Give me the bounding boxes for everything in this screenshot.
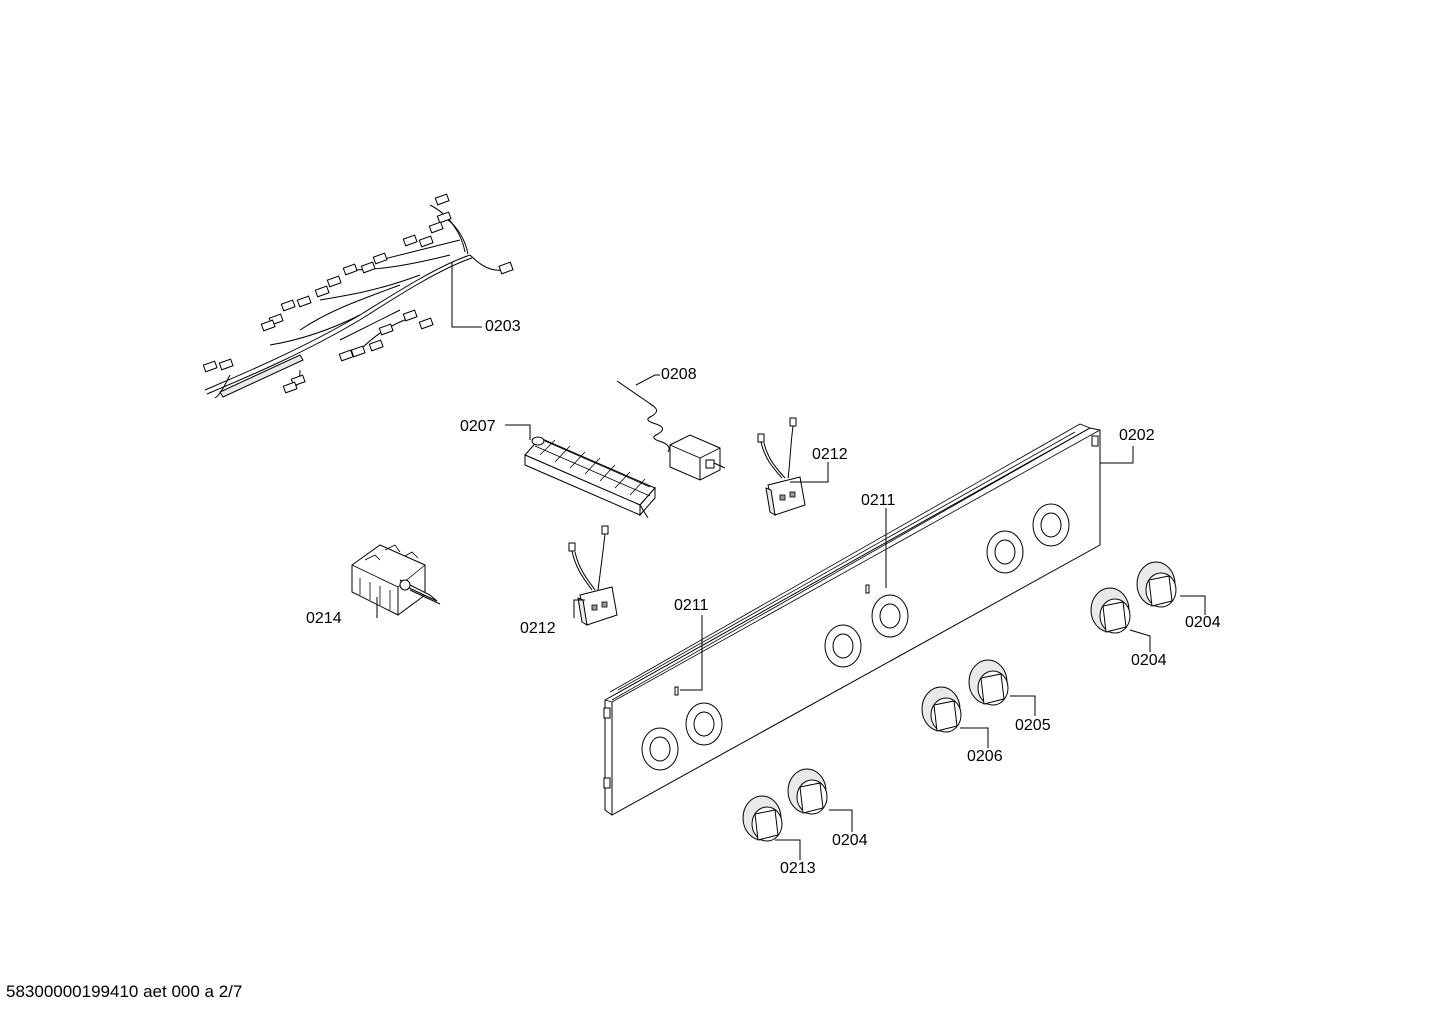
callout-0211-upper: 0211 [861, 492, 896, 509]
callout-0204-bottom: 0204 [832, 832, 868, 849]
element-block-part [524, 436, 656, 519]
callout-0206: 0206 [967, 748, 1003, 765]
callout-0214: 0214 [306, 610, 342, 627]
leader-lines [376, 262, 1206, 860]
callout-0208: 0208 [661, 366, 697, 383]
knob-0204-middle [1090, 587, 1131, 634]
callout-0211-lower: 0211 [674, 597, 709, 614]
knob-0213 [742, 795, 783, 842]
callout-0207: 0207 [460, 418, 496, 435]
knob-0206 [921, 686, 962, 733]
callout-0204-top: 0204 [1185, 614, 1221, 631]
control-panel-part [603, 423, 1101, 816]
switch-part-lower [568, 525, 618, 626]
thermostat-part [616, 380, 726, 481]
switch-part-upper [757, 417, 806, 516]
callout-0204-middle: 0204 [1131, 652, 1167, 669]
knob-0204-bottom [787, 768, 828, 815]
callout-0213: 0213 [780, 860, 816, 877]
callout-0205: 0205 [1015, 717, 1051, 734]
knob-0204-top [1136, 561, 1177, 608]
callout-0212-upper: 0212 [812, 446, 848, 463]
rotary-switch-part [351, 544, 441, 616]
callout-0212-lower: 0212 [520, 620, 556, 637]
wiring-harness-part [202, 193, 514, 399]
knob-0205 [968, 659, 1009, 706]
document-footer-code: 58300000199410 aet 000 a 2/7 [6, 982, 243, 1001]
callout-0202: 0202 [1119, 427, 1155, 444]
knobs-group [742, 561, 1177, 842]
callout-0203: 0203 [485, 318, 521, 335]
